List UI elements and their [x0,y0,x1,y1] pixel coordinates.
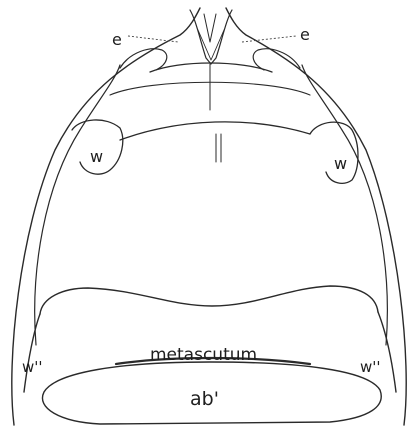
transverse-ridge [120,122,310,140]
median-line [216,134,221,162]
label-w-left: w [90,147,103,166]
label-e-left: e [112,30,122,49]
right-shoulder-lobe [253,49,300,70]
label-w2-left: w'' [22,358,43,376]
central-prong [204,14,216,42]
leader-line [128,36,178,42]
metascutum-plate [24,314,40,392]
label-metascutum: metascutum [150,345,257,365]
mesoscutum-outline [35,65,120,345]
label-e-right: e [300,25,310,44]
label-abdomen: ab' [190,388,219,410]
label-w2-right: w'' [360,358,381,376]
metascutum-plate [40,286,378,314]
label-w-right: w [334,154,347,173]
right-wing-base [310,122,358,183]
